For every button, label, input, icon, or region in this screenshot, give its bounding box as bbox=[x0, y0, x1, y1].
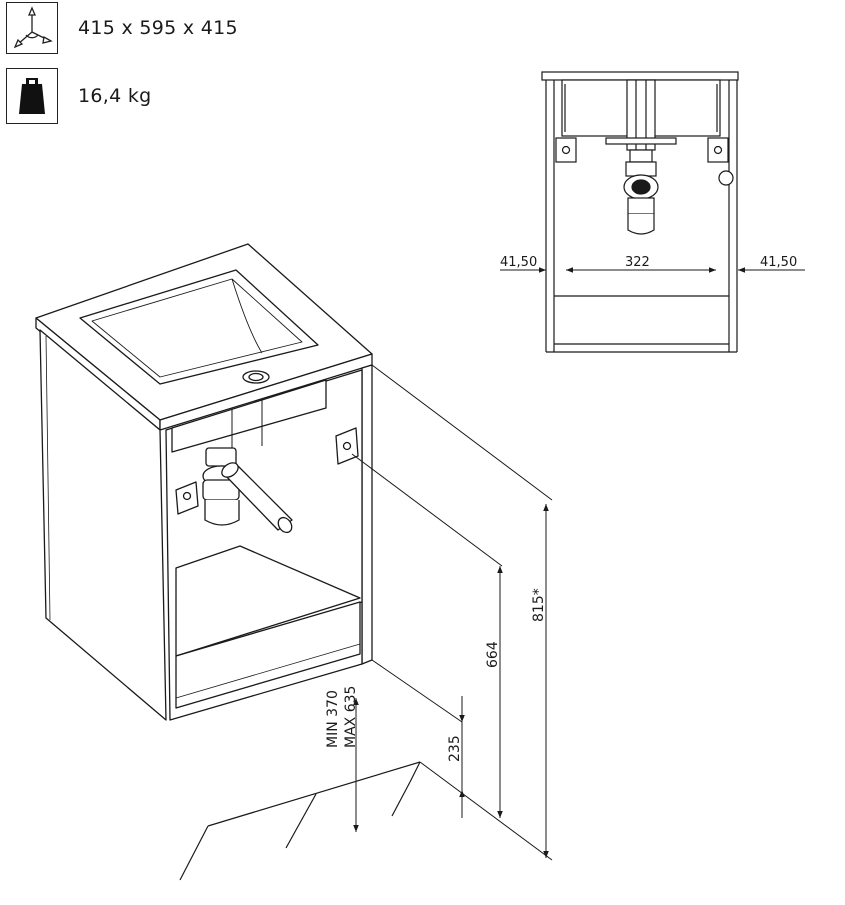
dimensions-spec: 415 x 595 x 415 bbox=[6, 2, 238, 54]
dim-floor-clearance: 235 bbox=[447, 735, 463, 762]
dim-top-height: 664 bbox=[485, 641, 501, 668]
axes-icon bbox=[6, 2, 58, 54]
floor-lines bbox=[179, 761, 421, 881]
dim-total-height: 815* bbox=[531, 588, 547, 622]
front-dimension-line bbox=[500, 262, 805, 273]
weight-value: 16,4 kg bbox=[78, 85, 152, 107]
iso-dimension-lines bbox=[353, 504, 549, 858]
iso-cabinet bbox=[35, 243, 373, 721]
weight-spec: 16,4 kg bbox=[6, 68, 152, 124]
dim-siphon-min: MIN 370 bbox=[325, 690, 341, 748]
weight-icon bbox=[6, 68, 58, 124]
front-view bbox=[541, 71, 739, 353]
dim-siphon-max: MAX 635 bbox=[343, 686, 359, 748]
dimensions-value: 415 x 595 x 415 bbox=[78, 17, 238, 39]
dim-inner-width: 322 bbox=[625, 255, 650, 270]
dim-side-right: 41,50 bbox=[760, 255, 797, 270]
iso-extension-lines bbox=[351, 364, 553, 861]
dim-side-left: 41,50 bbox=[500, 255, 537, 270]
